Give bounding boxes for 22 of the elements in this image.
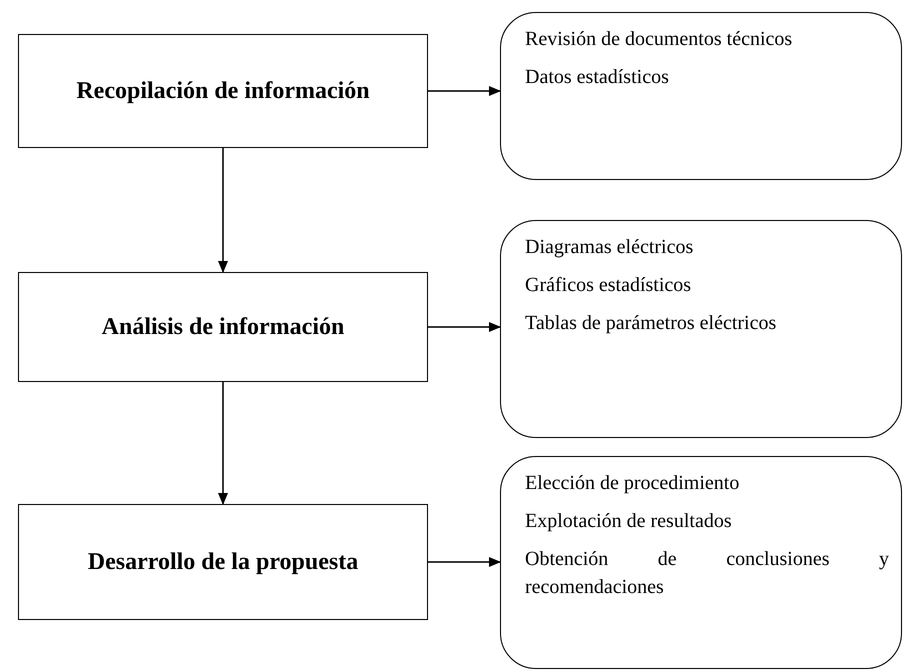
process-box <box>18 34 428 148</box>
arrow <box>218 382 228 505</box>
list-item: Gráficos estadísticos <box>525 273 692 298</box>
arrow <box>428 86 501 96</box>
rounded-list-box <box>500 456 902 669</box>
list-item: Revisión de documentos técnicos <box>525 27 794 52</box>
arrow <box>218 148 228 273</box>
list-item: Diagramas eléctricos <box>525 235 694 260</box>
list-item: Elección de procedimiento <box>525 471 740 496</box>
list-item: Explotación de resultados <box>525 509 733 534</box>
rounded-list-box <box>500 220 902 438</box>
process-box <box>18 504 428 620</box>
arrow <box>428 322 501 332</box>
rounded-list-box <box>500 12 902 180</box>
step-title: Análisis de información <box>102 313 344 342</box>
arrow <box>428 557 501 567</box>
step-title: Desarrollo de la propuesta <box>88 548 358 577</box>
process-box <box>18 272 428 382</box>
list-item: Obtención de conclusiones y recomendaciones <box>525 547 889 600</box>
list-item: Tablas de parámetros eléctricos <box>525 311 778 336</box>
step-title: Recopilación de información <box>76 77 370 106</box>
list-item: Datos estadísticos <box>525 65 670 90</box>
